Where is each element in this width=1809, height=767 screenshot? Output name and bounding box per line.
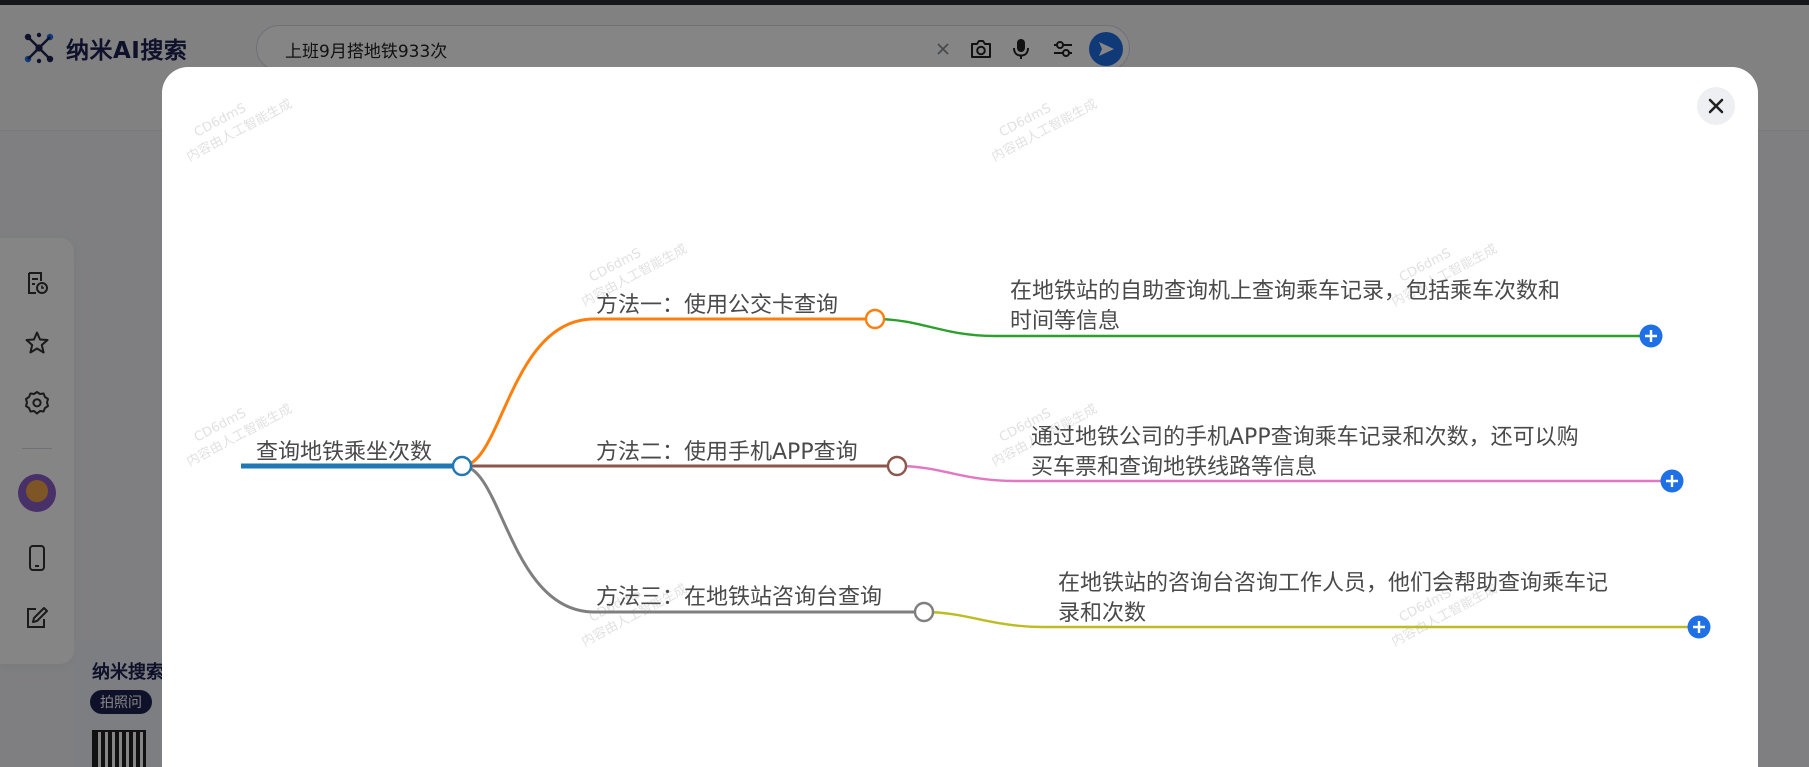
window-top-bar [0,0,1809,5]
leaf-connector [874,317,996,338]
star-icon[interactable] [22,328,52,358]
edit-icon[interactable] [22,603,52,633]
sidebar-divider [22,448,52,449]
expand-button[interactable] [1660,469,1684,493]
gear-icon[interactable] [22,388,52,418]
close-icon[interactable] [931,37,955,61]
branch-collapse-toggle[interactable] [864,308,886,330]
branch-connector [461,317,595,468]
leaf-node-text: 买车票和查询地铁线路等信息 [1031,455,1317,480]
search-input[interactable] [285,38,905,60]
qr-code [92,730,146,767]
logo-icon [24,32,54,64]
root-collapse-toggle[interactable] [451,455,473,477]
search-box[interactable] [256,25,1130,71]
plus-icon [1693,621,1705,633]
branch-node-label: 方法一：使用公交卡查询 [596,293,838,318]
leaf-connector [923,610,1044,629]
leaf-node-text: 录和次数 [1058,601,1146,626]
root-node-label: 查询地铁乘坐次数 [256,440,432,465]
logo-text: 纳米AI搜索 [66,38,188,64]
branch-node-label: 方法二：使用手机APP查询 [596,440,858,465]
promo-tag[interactable]: 拍照问 [90,690,152,714]
leaf-node-text: 在地铁站的咨询台咨询工作人员，他们会帮助查询乘车记 [1058,571,1608,596]
plus-icon [1666,475,1678,487]
history-icon[interactable] [22,268,52,298]
microphone-icon[interactable] [1009,37,1033,61]
expand-button[interactable] [1639,324,1663,348]
branch-collapse-toggle[interactable] [886,455,908,477]
leaf-connector [896,464,1016,483]
sidebar [0,238,74,664]
plus-icon [1645,330,1657,342]
phone-icon[interactable] [22,543,52,573]
close-button[interactable] [1697,87,1735,125]
branch-collapse-toggle[interactable] [913,601,935,623]
logo[interactable]: 纳米AI搜索 [22,31,187,65]
send-icon [1099,42,1114,56]
leaf-node-text: 在地铁站的自助查询机上查询乘车记录，包括乘车次数和 [1010,279,1560,304]
close-icon [1708,98,1724,114]
promo-title: 纳米搜索 [92,662,164,683]
filter-icon[interactable] [1051,37,1075,61]
leaf-node-text: 通过地铁公司的手机APP查询乘车记录和次数，还可以购 [1031,425,1579,450]
send-button[interactable] [1089,32,1123,66]
camera-icon[interactable] [969,37,993,61]
expand-button[interactable] [1687,615,1711,639]
leaf-node-text: 时间等信息 [1010,309,1120,334]
branch-node-label: 方法三：在地铁站咨询台查询 [596,585,882,610]
avatar[interactable] [18,474,56,512]
branch-connector [461,464,595,614]
